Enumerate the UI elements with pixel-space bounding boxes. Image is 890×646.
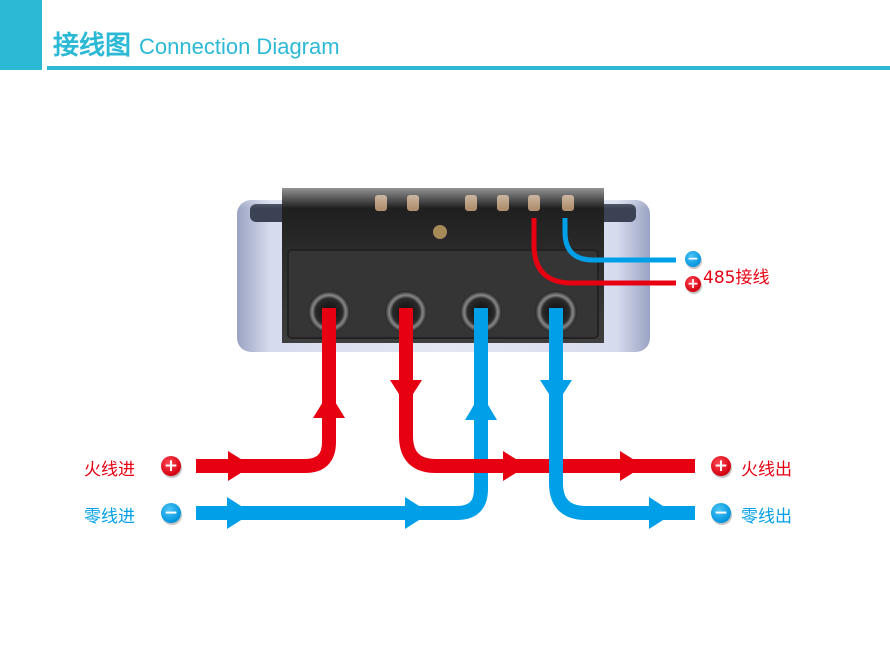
terminal-face — [287, 249, 599, 339]
live-in-plus-icon: + — [161, 456, 181, 476]
rs485-plus-wire — [531, 218, 676, 286]
neutral-in-wire — [196, 308, 488, 520]
neutral-in-minus-icon: − — [161, 503, 181, 523]
live-in-arrow-right — [228, 451, 252, 481]
rs485-plus-icon: + — [685, 276, 701, 292]
neutral-out-label: 零线出 — [741, 507, 792, 527]
live-in-label: 火线进 — [84, 460, 135, 480]
live-out-label: 火线出 — [741, 460, 792, 480]
page-title: 接线图 Connection Diagram — [53, 25, 340, 61]
neutral-in-arrow-right — [227, 497, 252, 529]
rs485-minus-wire — [562, 218, 676, 263]
live-out-arrow-down — [390, 380, 422, 405]
neutral-in-arrow-right-2 — [405, 497, 430, 529]
rs485-minus-icon: − — [685, 251, 701, 267]
live-in-arrow-up — [313, 392, 345, 418]
neutral-in-arrow-up — [465, 393, 497, 420]
neutral-out-wire — [549, 308, 695, 520]
page-title-en: Connection Diagram — [139, 34, 340, 59]
live-in-wire — [196, 308, 336, 473]
top-fade — [230, 170, 660, 240]
live-out-wire — [399, 308, 695, 473]
neutral-in-label: 零线进 — [84, 507, 135, 527]
live-out-plus-icon: + — [711, 456, 731, 476]
rs485-label: 485接线 — [703, 268, 770, 288]
live-out-arrow-right — [503, 451, 527, 481]
header-accent-block — [0, 0, 42, 70]
neutral-out-minus-icon: − — [711, 503, 731, 523]
neutral-out-arrow-right — [649, 497, 674, 529]
neutral-out-arrow-down — [540, 380, 572, 405]
live-out-arrow-right-2 — [620, 451, 644, 481]
page-title-cn: 接线图 — [53, 31, 132, 61]
header-underline — [47, 66, 890, 70]
meter-terminal-block — [230, 170, 660, 352]
